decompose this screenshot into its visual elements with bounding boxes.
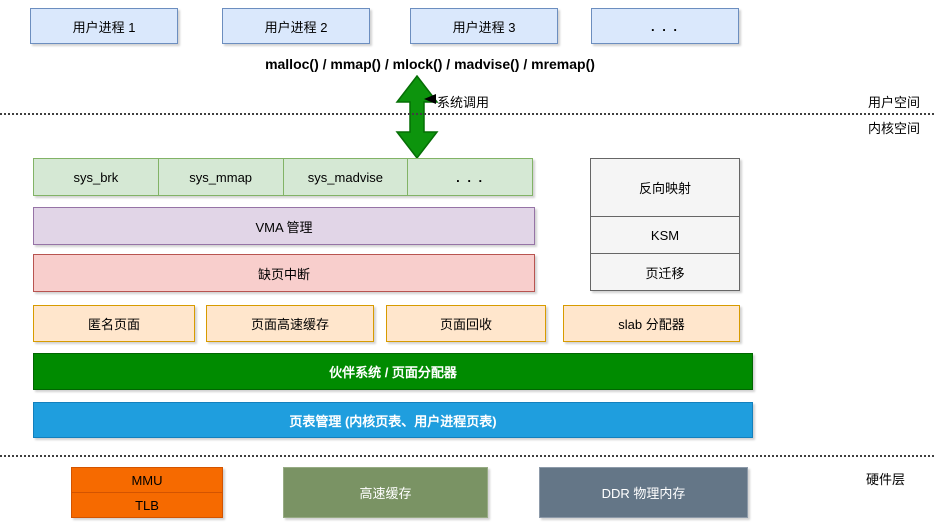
kernel-hardware-boundary-line <box>0 455 934 457</box>
user-kernel-boundary-line <box>0 113 934 115</box>
page-migration-label: 页迁移 <box>645 265 685 281</box>
syscall-cell-more: . . . <box>407 158 533 196</box>
syscall-cell-label: sys_madvise <box>307 169 383 185</box>
mmu-box: MMU <box>71 467 223 493</box>
vma-management-box: VMA 管理 <box>33 207 535 245</box>
ddr-memory-box: DDR 物理内存 <box>539 467 748 518</box>
side-modules-stack: 反向映射 KSM 页迁移 <box>590 158 740 291</box>
page-fault-box: 缺页中断 <box>33 254 535 292</box>
syscall-cell-sys-mmap: sys_mmap <box>157 158 284 196</box>
anonymous-pages-label: 匿名页面 <box>87 317 140 332</box>
anonymous-pages-box: 匿名页面 <box>33 305 195 342</box>
user-process-box-3: 用户进程 3 <box>410 8 558 44</box>
malloc-api-label: malloc() / mmap() / mlock() / madvise() … <box>265 56 595 72</box>
kernel-space-label: 内核空间 <box>867 121 920 136</box>
user-process-label: 用户进程 2 <box>264 19 328 35</box>
user-process-ellipsis: . . . <box>650 18 680 34</box>
ddr-memory-label: DDR 物理内存 <box>601 486 686 501</box>
syscall-handlers-row: sys_brk sys_mmap sys_madvise . . . <box>33 158 533 196</box>
syscall-label: 系统调用 <box>437 95 490 110</box>
syscall-cell-label: sys_mmap <box>189 169 253 185</box>
syscall-cell-label: sys_brk <box>73 169 119 185</box>
syscall-cell-sys-madvise: sys_madvise <box>282 158 409 196</box>
ksm-box: KSM <box>590 216 740 254</box>
ksm-label: KSM <box>650 227 680 243</box>
slab-allocator-label: slab 分配器 <box>618 317 685 332</box>
page-table-bar: 页表管理 (内核页表、用户进程页表) <box>33 402 753 438</box>
page-fault-label: 缺页中断 <box>257 266 310 282</box>
mmu-tlb-stack: MMU TLB <box>71 467 223 518</box>
syscall-label-pointer-icon <box>424 94 436 104</box>
user-process-box-1: 用户进程 1 <box>30 8 178 44</box>
vma-management-label: VMA 管理 <box>255 219 313 235</box>
user-space-label: 用户空间 <box>867 95 920 110</box>
hardware-layer-label: 硬件层 <box>865 472 905 487</box>
user-process-box-2: 用户进程 2 <box>222 8 370 44</box>
buddy-system-bar: 伙伴系统 / 页面分配器 <box>33 353 753 390</box>
slab-allocator-box: slab 分配器 <box>563 305 740 342</box>
user-process-box-more: . . . <box>591 8 739 44</box>
reverse-mapping-label: 反向映射 <box>638 181 691 196</box>
tlb-box: TLB <box>71 492 223 518</box>
cpu-cache-box: 高速缓存 <box>283 467 488 518</box>
buddy-system-label: 伙伴系统 / 页面分配器 <box>329 365 457 380</box>
syscall-cell-sys-brk: sys_brk <box>33 158 159 196</box>
cpu-cache-label: 高速缓存 <box>359 486 412 501</box>
syscall-cell-ellipsis: . . . <box>456 169 485 185</box>
user-process-label: 用户进程 3 <box>452 19 516 35</box>
mmu-label: MMU <box>131 472 163 488</box>
page-migration-box: 页迁移 <box>590 253 740 291</box>
reverse-mapping-box: 反向映射 <box>590 158 740 217</box>
page-cache-label: 页面高速缓存 <box>250 317 329 332</box>
syscall-double-arrow-icon <box>395 75 439 159</box>
page-reclaim-box: 页面回收 <box>386 305 546 342</box>
page-reclaim-label: 页面回收 <box>439 317 492 332</box>
tlb-label: TLB <box>135 497 159 513</box>
page-cache-box: 页面高速缓存 <box>206 305 374 342</box>
page-table-label: 页表管理 (内核页表、用户进程页表) <box>289 413 497 429</box>
user-process-label: 用户进程 1 <box>72 19 136 35</box>
